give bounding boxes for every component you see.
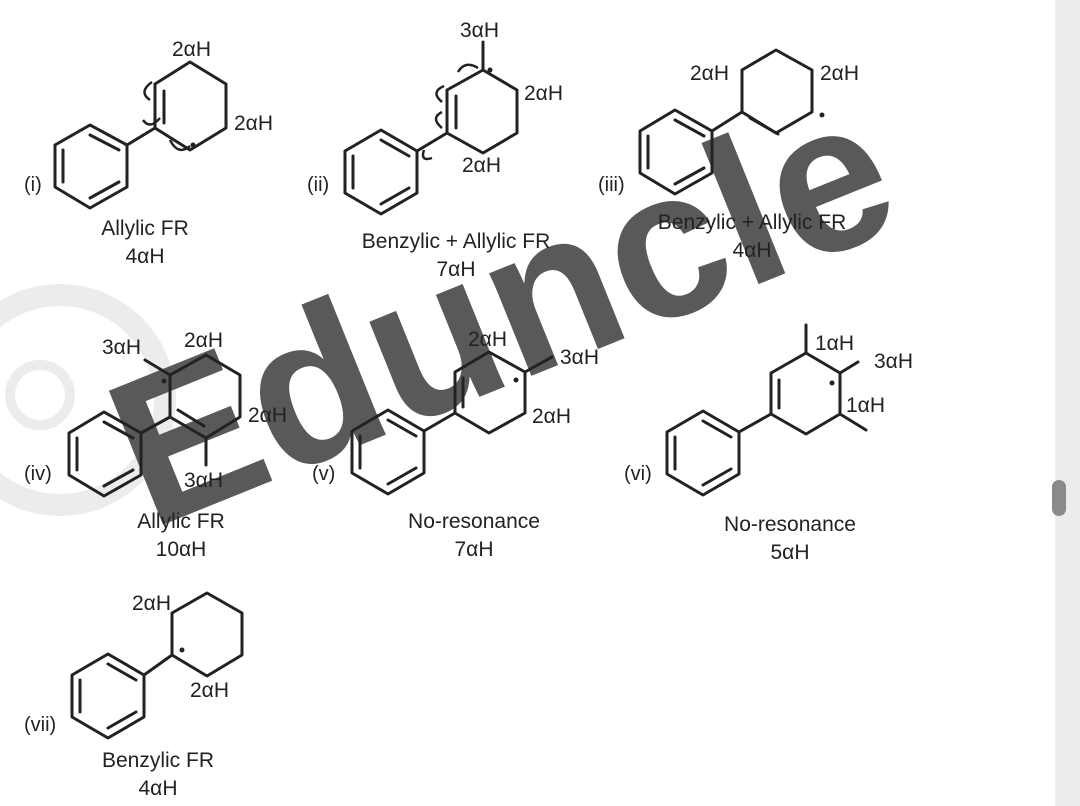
structure-iii: [638, 48, 814, 196]
caption-count: 10αH: [156, 538, 207, 561]
caption-type: Allylic FR: [137, 510, 225, 533]
structure-iv: [67, 353, 242, 498]
structure-v: [350, 350, 554, 496]
caption-count: 4αH: [139, 777, 178, 800]
alpha-label: 2αH: [524, 82, 563, 105]
alpha-label: 3αH: [102, 336, 141, 359]
structure-label: (v): [312, 463, 335, 485]
caption-type: Benzylic + Allylic FR: [658, 211, 846, 234]
alpha-label: 3αH: [560, 346, 599, 369]
arrow-icon: [141, 117, 161, 126]
alpha-label: 2αH: [234, 112, 273, 135]
caption-type: Allylic FR: [101, 217, 189, 240]
structure-label: (i): [24, 174, 42, 196]
structure-label: (vii): [24, 714, 56, 736]
structure-label: (vi): [624, 463, 652, 485]
radical-dot-icon: [487, 67, 493, 73]
alpha-label: 1αH: [815, 332, 854, 355]
caption-type: No-resonance: [724, 513, 856, 536]
alpha-label: 2αH: [820, 62, 859, 85]
alpha-label: 3αH: [184, 469, 223, 492]
alpha-label: 2αH: [172, 38, 211, 61]
caption-count: 4αH: [733, 239, 772, 262]
radical-dot-icon: [161, 378, 167, 384]
caption-type: No-resonance: [408, 510, 540, 533]
scrollbar-track[interactable]: [1055, 0, 1080, 806]
alpha-label: 2αH: [248, 404, 287, 427]
alpha-label: 2αH: [132, 592, 171, 615]
radical-dot-icon: [179, 647, 185, 653]
caption-count: 7αH: [437, 258, 476, 281]
watermark-text: Eduncle: [79, 48, 924, 572]
alpha-label: 3αH: [874, 350, 913, 373]
arrow-icon: [434, 110, 443, 129]
radical-dot-icon: [513, 377, 519, 383]
caption-count: 4αH: [126, 245, 165, 268]
arrow-icon: [456, 63, 479, 73]
alpha-label: 2αH: [184, 329, 223, 352]
alpha-label: 2αH: [190, 679, 229, 702]
arrow-icon: [421, 149, 433, 161]
arrow-icon: [168, 139, 191, 152]
caption-type: Benzylic FR: [102, 749, 214, 772]
alpha-label: 2αH: [468, 328, 507, 351]
arrow-icon: [435, 84, 445, 103]
structure-label: (ii): [307, 174, 329, 196]
structure-label: (iv): [24, 463, 52, 485]
structure-i: [53, 60, 228, 210]
structure-vi: [665, 323, 868, 497]
alpha-label: 2αH: [690, 62, 729, 85]
structure-label: (iii): [598, 174, 625, 196]
alpha-label: 2αH: [462, 154, 501, 177]
radical-dot-icon: [829, 380, 835, 386]
caption-count: 5αH: [771, 541, 810, 564]
alpha-label: 2αH: [532, 405, 571, 428]
radical-dot-icon: [190, 142, 196, 148]
alpha-label: 1αH: [846, 394, 885, 417]
structure-ii: [343, 40, 519, 216]
arrow-icon: [143, 80, 153, 102]
caption-count: 7αH: [455, 538, 494, 561]
scrollbar-thumb[interactable]: [1052, 480, 1066, 516]
alpha-label: 3αH: [460, 19, 499, 42]
caption-type: Benzylic + Allylic FR: [362, 230, 550, 253]
reaction-diagram: Eduncle 2αH 2αH (i) Allylic FR 4αH 3αH 2…: [0, 19, 924, 800]
structure-vii: [70, 591, 244, 740]
radical-dot-icon: [819, 112, 825, 118]
